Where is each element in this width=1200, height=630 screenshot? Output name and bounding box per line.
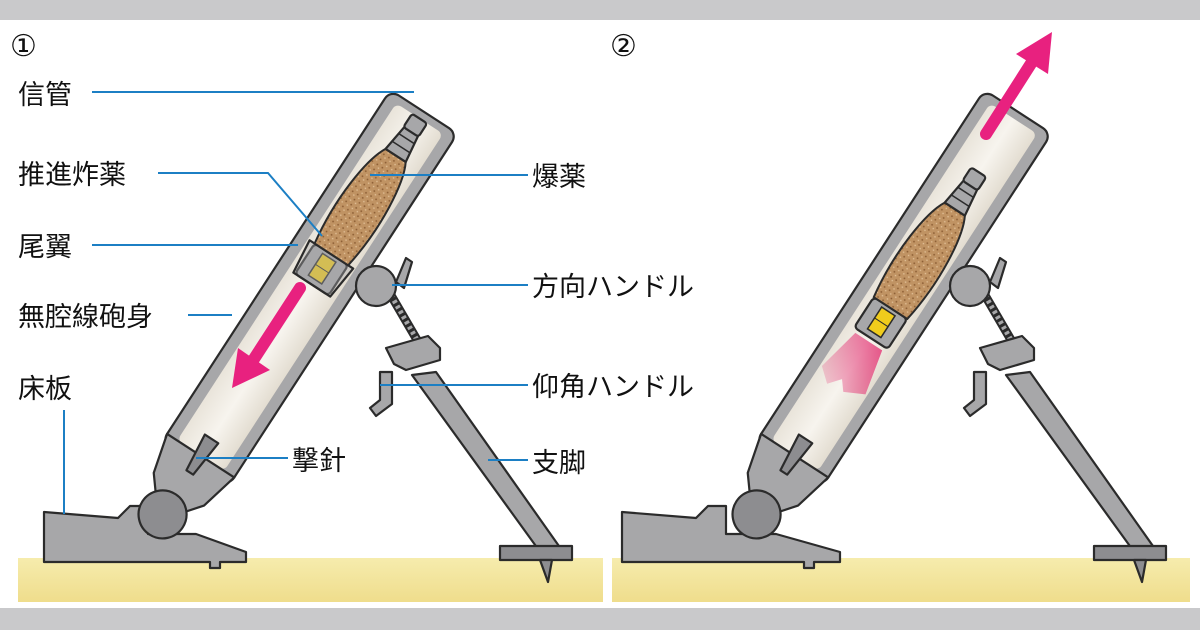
label-fuze: 信管 [18, 80, 72, 111]
downward-arrow [232, 282, 306, 388]
step-1-number: ① [10, 29, 37, 64]
ground-1 [18, 558, 603, 602]
step-2-number: ② [610, 29, 637, 64]
bipod-leg-2 [1004, 370, 1162, 562]
baseplate-2 [620, 504, 842, 570]
traverse-lever-1 [394, 256, 414, 290]
panel-2: ② [610, 29, 1190, 602]
elevation-handle-body-2 [978, 334, 1036, 372]
top-border [0, 0, 1200, 20]
bipod-spike-2 [1132, 558, 1148, 584]
traverse-knob-1 [354, 264, 398, 308]
panel-1: ① 信管 推進炸薬 尾翼 無腔線砲身 床板 爆薬 方向ハンドル 仰角ハンドル 撃… [10, 29, 694, 602]
label-explosive: 爆薬 [532, 162, 586, 193]
label-propellant: 推進炸薬 [18, 160, 126, 191]
upward-arrow [980, 32, 1052, 140]
propellant-blast [821, 332, 883, 395]
mortar-round-1 [292, 113, 428, 298]
label-barrel: 無腔線砲身 [18, 302, 153, 333]
elevation-crank-1 [368, 370, 394, 418]
bipod-foot-1 [498, 544, 574, 562]
label-bipod: 支脚 [532, 448, 586, 479]
bipod-foot-2 [1092, 544, 1168, 562]
elevation-handle-body-1 [384, 334, 442, 372]
barrel-2 [731, 92, 1049, 540]
traverse-knob-2 [948, 264, 992, 308]
label-traverse-handle: 方向ハンドル [532, 272, 694, 303]
bipod-spike-1 [538, 558, 554, 584]
label-fin: 尾翼 [18, 232, 72, 263]
elevation-crank-2 [962, 370, 988, 418]
label-firing-pin: 撃針 [292, 446, 346, 477]
label-elevation-handle: 仰角ハンドル [532, 372, 694, 403]
traverse-lever-2 [988, 256, 1008, 290]
baseplate-1 [42, 504, 248, 570]
bottom-border [0, 608, 1200, 630]
ground-2 [612, 558, 1190, 602]
leader-propellant [158, 172, 323, 237]
mortar-round-2 [854, 167, 987, 349]
label-baseplate: 床板 [18, 374, 72, 405]
